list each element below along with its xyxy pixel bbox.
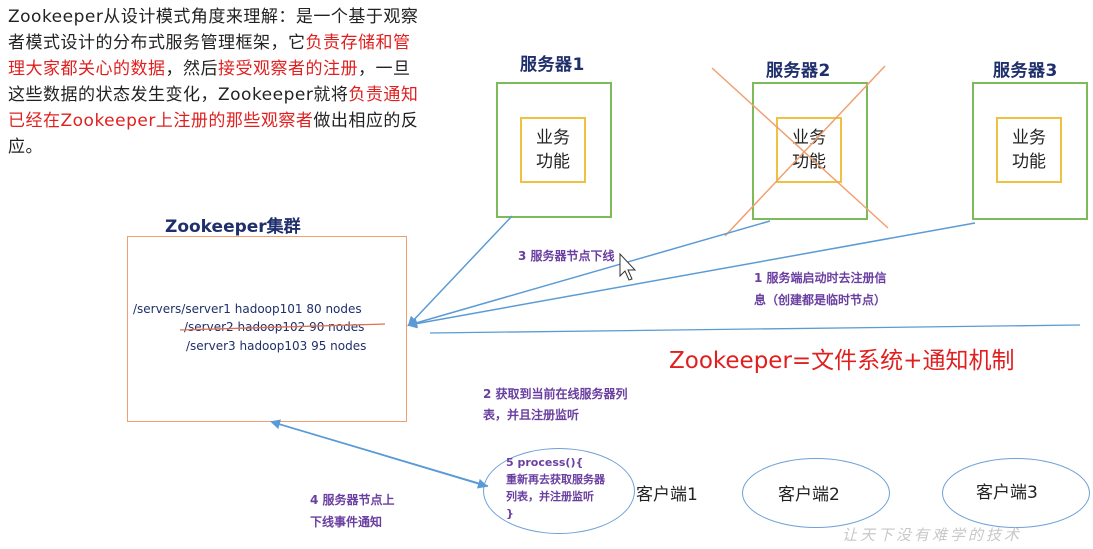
intro-text-4: 做出相应的反应。 bbox=[8, 111, 419, 157]
watermark-text: 让天下没有难学的技术 bbox=[842, 526, 1023, 544]
annotation-step5-line1: 5 process(){ bbox=[506, 456, 584, 469]
annotation-step5-line2: 重新再去获取服务器 bbox=[506, 473, 605, 486]
server1-title: 服务器1 bbox=[520, 55, 585, 75]
cluster-box bbox=[127, 236, 407, 422]
node-server1: /servers/server1 hadoop101 80 nodes bbox=[133, 302, 362, 316]
arrow-server2-to-cluster bbox=[407, 220, 771, 328]
intro-paragraph: Zookeeper从设计模式角度来理解：是一个基于观察者模式设计的分布式服务管理… bbox=[8, 4, 420, 160]
client1-ellipse bbox=[483, 448, 635, 534]
annotation-step1-line2: 息（创建都是临时节点） bbox=[754, 293, 887, 307]
node-server2-strike bbox=[179, 323, 386, 331]
server2-title: 服务器2 bbox=[766, 61, 831, 81]
intro-highlight-2: 接受观察者的注册 bbox=[218, 59, 358, 79]
client3-ellipse bbox=[942, 458, 1090, 528]
server1-func-line2: 功能 bbox=[536, 152, 570, 172]
client1-label: 客户端1 bbox=[636, 485, 698, 505]
annotation-step4-line1: 4 服务器节点上 bbox=[310, 493, 395, 507]
intro-highlight-1: 负责存储和管理大家都关心的数据 bbox=[8, 33, 411, 79]
server3-func-line1: 业务 bbox=[1012, 128, 1046, 148]
server1-func-line1: 业务 bbox=[536, 128, 570, 148]
annotation-step3: 3 服务器节点下线 bbox=[518, 249, 615, 263]
server3-func-box: 业务 功能 bbox=[996, 117, 1062, 183]
notification-line bbox=[429, 324, 1081, 334]
server2-func-box: 业务 功能 bbox=[776, 117, 842, 183]
annotation-step2-line1: 2 获取到当前在线服务器列 bbox=[483, 387, 628, 401]
annotation-step4-line2: 下线事件通知 bbox=[310, 515, 383, 529]
annotation-step2-line2: 表，并且注册监听 bbox=[483, 408, 580, 422]
server2-cross-line-b bbox=[724, 65, 886, 237]
client2-ellipse bbox=[742, 458, 890, 528]
intro-text-1: Zookeeper从设计模式角度来理解：是一个基于观察者模式设计的分布式服务管理… bbox=[8, 7, 419, 53]
cluster-title: Zookeeper集群 bbox=[165, 217, 301, 237]
server3-title: 服务器3 bbox=[993, 61, 1058, 81]
headline-formula: Zookeeper=文件系统+通知机制 bbox=[669, 348, 1015, 374]
arrow-server1-to-cluster bbox=[407, 215, 513, 327]
client3-label: 客户端3 bbox=[976, 483, 1038, 503]
annotation-step1-line1: 1 服务端启动时去注册信 bbox=[754, 271, 887, 285]
intro-text-3: ，一旦这些数据的状态发生变化，Zookeeper就将 bbox=[8, 59, 411, 105]
annotation-step5-line4: } bbox=[506, 507, 514, 520]
server2-cross-line-a bbox=[711, 67, 889, 229]
intro-highlight-3: 负责通知已经在Zookeeper上注册的那些观察者 bbox=[8, 85, 419, 131]
arrow-cluster-to-client bbox=[271, 421, 488, 489]
server1-func-box: 业务 功能 bbox=[520, 117, 586, 183]
intro-text-2: ，然后 bbox=[165, 59, 218, 79]
arrow-server3-to-cluster bbox=[407, 222, 976, 329]
annotation-step5-line3: 列表，并注册监听 bbox=[506, 490, 594, 503]
server3-func-line2: 功能 bbox=[1012, 152, 1046, 172]
client2-label: 客户端2 bbox=[778, 485, 840, 505]
cursor-icon bbox=[619, 252, 637, 281]
node-server3: /server3 hadoop103 95 nodes bbox=[186, 339, 367, 353]
server2-func-line1: 业务 bbox=[792, 128, 826, 148]
server2-func-line2: 功能 bbox=[792, 152, 826, 172]
